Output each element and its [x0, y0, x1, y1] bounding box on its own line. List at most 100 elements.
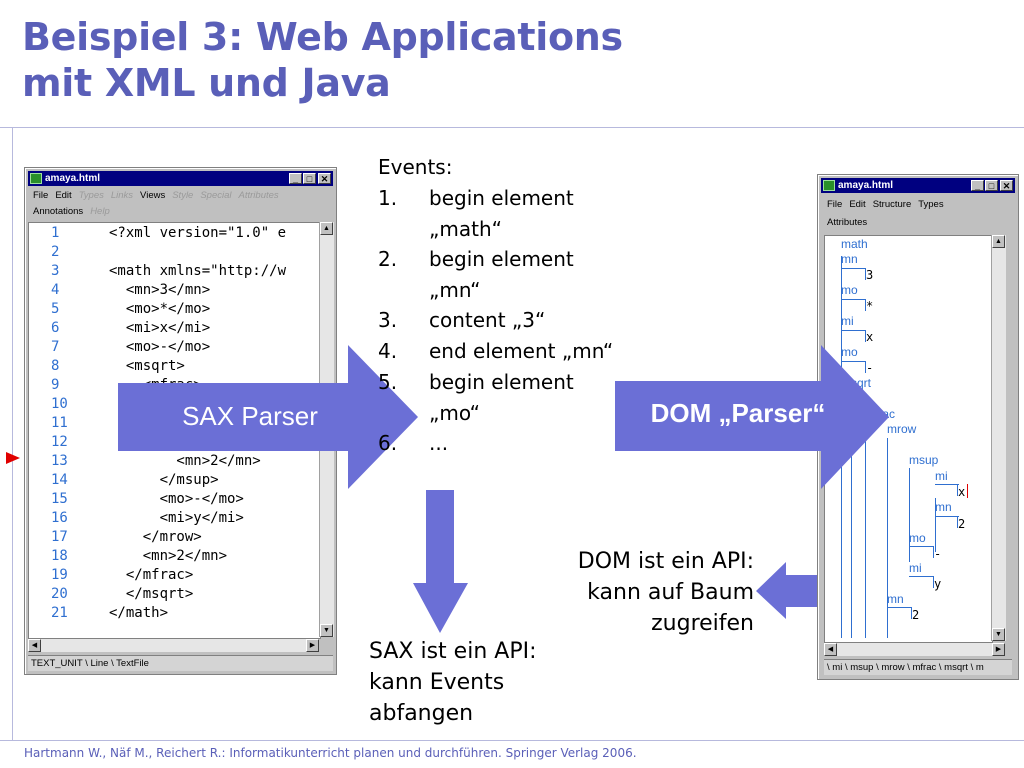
- sax-api-line3: abfangen: [369, 701, 474, 726]
- line-code: </msqrt>: [109, 586, 194, 602]
- scroll-right-button[interactable]: ▶: [992, 643, 1005, 656]
- tree-value[interactable]: y: [934, 577, 942, 591]
- line-number: 10: [51, 396, 68, 412]
- tree-node-mi[interactable]: mi: [909, 561, 922, 575]
- source-status-text: TEXT_UNIT \ Line \ TextFile: [31, 658, 149, 669]
- menu-help[interactable]: Help: [90, 206, 110, 217]
- tree-node-mn[interactable]: mn: [887, 592, 904, 606]
- line-number: 14: [51, 472, 68, 488]
- tree-node-mrow[interactable]: mrow: [887, 422, 917, 436]
- sax-down-arrow: [413, 490, 468, 633]
- scroll-left-button[interactable]: ◀: [824, 643, 837, 656]
- structure-status-text: \ mi \ msup \ mrow \ mfrac \ msqrt \ m: [827, 662, 984, 673]
- menu-views[interactable]: Views: [140, 190, 166, 201]
- dom-parser-label: DOM „Parser“: [650, 398, 826, 428]
- tree-connector: [841, 330, 865, 331]
- close-button[interactable]: ✕: [1000, 180, 1013, 191]
- tree-connector: [957, 516, 958, 528]
- tree-node-math[interactable]: math: [841, 237, 868, 251]
- tree-node-mn[interactable]: mn: [841, 252, 858, 266]
- line-number: 5: [51, 301, 60, 317]
- tree-connector: [935, 516, 959, 517]
- scroll-up-button[interactable]: ▲: [992, 235, 1005, 248]
- tree-value[interactable]: -: [866, 361, 874, 375]
- menu-edit[interactable]: Edit: [55, 190, 72, 201]
- scroll-left-button[interactable]: ◀: [28, 639, 41, 652]
- event-number: 6.: [378, 431, 398, 455]
- source-horizontal-scrollbar[interactable]: ◀ ▶: [28, 639, 319, 652]
- structure-horizontal-scrollbar[interactable]: ◀ ▶: [824, 643, 1005, 656]
- line-code: <mn>2</mn>: [109, 453, 261, 469]
- menu-file[interactable]: File: [827, 199, 843, 210]
- structure-window-titlebar[interactable]: amaya.html _ □ ✕: [821, 178, 1015, 193]
- maximize-button[interactable]: □: [985, 180, 998, 191]
- tree-node-mi[interactable]: mi: [935, 469, 948, 483]
- tree-value[interactable]: 2: [912, 608, 920, 622]
- tree-value[interactable]: *: [866, 299, 874, 313]
- menu-structure[interactable]: Structure: [872, 199, 912, 210]
- event-text: begin element: [429, 370, 574, 394]
- tree-value[interactable]: 2: [958, 517, 966, 531]
- tree-connector: [865, 268, 866, 280]
- tree-value[interactable]: x: [866, 330, 874, 344]
- event-text: begin element: [429, 247, 574, 271]
- minimize-button[interactable]: _: [971, 180, 984, 191]
- slide-title-line1: Beispiel 3: Web Applications: [22, 15, 623, 59]
- menu-edit[interactable]: Edit: [849, 199, 866, 210]
- menu-annotations[interactable]: Annotations: [33, 206, 84, 217]
- scroll-down-button[interactable]: ▼: [320, 624, 333, 637]
- event-number: 2.: [378, 247, 398, 271]
- menu-types[interactable]: Types: [78, 190, 104, 201]
- tree-connector: [865, 330, 866, 342]
- line-code: <mi>y</mi>: [109, 510, 244, 526]
- tree-node-mn[interactable]: mn: [935, 500, 952, 514]
- line-code: <mn>3</mn>: [109, 282, 211, 298]
- menu-attributes[interactable]: Attributes: [827, 217, 868, 228]
- line-code: <mn>2</mn>: [109, 548, 228, 564]
- structure-vertical-scrollbar[interactable]: ▲ ▼: [991, 235, 1006, 641]
- left-rule: [12, 128, 13, 740]
- event-text: ...: [429, 431, 449, 455]
- menu-style[interactable]: Style: [172, 190, 194, 201]
- menu-file[interactable]: File: [33, 190, 49, 201]
- sax-api-description: SAX ist ein API: kann Events abfangen: [369, 636, 629, 729]
- close-button[interactable]: ✕: [318, 173, 331, 184]
- line-number: 6: [51, 320, 60, 336]
- tree-value[interactable]: 3: [866, 268, 874, 282]
- tree-connector: [865, 299, 866, 311]
- minimize-button[interactable]: _: [289, 173, 302, 184]
- scroll-up-button[interactable]: ▲: [320, 222, 333, 235]
- menu-attributes[interactable]: Attributes: [238, 190, 279, 201]
- source-window-titlebar[interactable]: amaya.html _ □ ✕: [28, 171, 333, 186]
- menu-special[interactable]: Special: [200, 190, 232, 201]
- maximize-button[interactable]: □: [303, 173, 316, 184]
- tree-node-mo[interactable]: mo: [841, 283, 858, 297]
- tree-value[interactable]: x: [958, 485, 966, 499]
- scroll-down-button[interactable]: ▼: [992, 628, 1005, 641]
- structure-menubar-row1: File Edit Structure Types: [827, 199, 951, 210]
- tree-node-msup[interactable]: msup: [909, 453, 939, 467]
- line-code: </mrow>: [109, 529, 202, 545]
- tree-node-mo[interactable]: mo: [841, 345, 858, 359]
- source-window-title: amaya.html: [45, 173, 101, 184]
- amaya-app-icon: [823, 180, 835, 191]
- menu-types[interactable]: Types: [918, 199, 944, 210]
- text-caret: [967, 484, 968, 498]
- line-number: 8: [51, 358, 60, 374]
- tree-value[interactable]: -: [934, 547, 942, 561]
- event-text-cont: „mo“: [429, 401, 480, 425]
- dom-api-arrow-shape: [756, 562, 817, 619]
- event-number: 3.: [378, 308, 398, 332]
- sax-arrow: [118, 345, 418, 489]
- event-item: 5.begin element„mo“: [378, 367, 658, 428]
- event-item: 3.content „3“: [378, 305, 658, 336]
- line-number: 4: [51, 282, 60, 298]
- tree-node-mi[interactable]: mi: [841, 314, 854, 328]
- tree-node-mo[interactable]: mo: [909, 531, 926, 545]
- tree-connector: [865, 422, 866, 638]
- menu-links[interactable]: Links: [110, 190, 134, 201]
- slide-footer: Hartmann W., Näf M., Reichert R.: Inform…: [24, 746, 637, 760]
- scroll-right-button[interactable]: ▶: [306, 639, 319, 652]
- event-item: 6....: [378, 428, 658, 459]
- tree-connector: [841, 361, 865, 362]
